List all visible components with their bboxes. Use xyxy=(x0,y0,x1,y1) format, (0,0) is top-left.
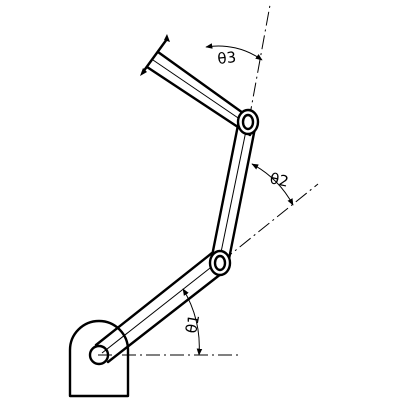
link1-extension-line xyxy=(220,183,319,263)
theta1-label: θ1 xyxy=(182,313,203,335)
link-1 xyxy=(94,251,228,364)
base-joint xyxy=(88,344,110,366)
wrist-joint-outer xyxy=(236,108,260,136)
link2-extension-line xyxy=(248,4,271,121)
elbow-joint-outer xyxy=(208,249,232,277)
theta2-label: θ2 xyxy=(268,169,290,191)
elbow-joint-inner xyxy=(213,254,227,272)
theta3-arc xyxy=(205,43,263,61)
link-2 xyxy=(209,118,258,266)
base-bracket xyxy=(68,319,130,398)
wrist-joint-inner xyxy=(241,113,255,131)
theta2-arc xyxy=(251,163,294,206)
theta1-arc xyxy=(182,288,203,356)
link-3 xyxy=(145,50,252,137)
end-effector xyxy=(140,34,170,76)
theta3-label: θ3 xyxy=(217,48,238,68)
